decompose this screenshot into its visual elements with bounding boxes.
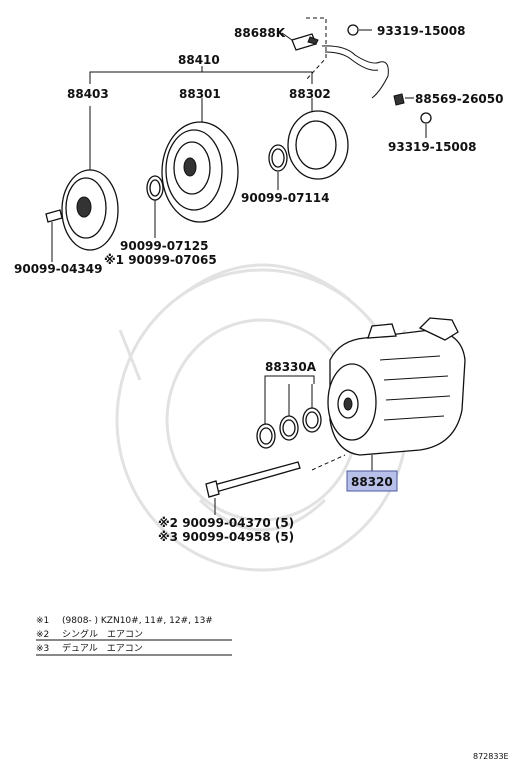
label-90099-04349[interactable]: 90099-04349 xyxy=(14,262,102,276)
label-88301[interactable]: 88301 xyxy=(179,87,221,101)
label-88410[interactable]: 88410 xyxy=(178,53,220,67)
note-1-mark: ※1 xyxy=(36,616,49,626)
compressor-body-88320 xyxy=(311,317,466,472)
group-bracket xyxy=(89,66,313,84)
label-93319-15008-mid[interactable]: 93319-15008 xyxy=(388,140,476,154)
label-90099-04958[interactable]: ※3 90099-04958 (5) xyxy=(158,530,294,544)
label-88330A[interactable]: 88330A xyxy=(265,360,317,374)
label-90099-07114[interactable]: 90099-07114 xyxy=(241,191,329,205)
note-1-text: (9808- ) KZN10#, 11#, 12#, 13# xyxy=(62,616,213,626)
hub-plate-88403 xyxy=(45,106,119,262)
label-88569-26050[interactable]: 88569-26050 xyxy=(415,92,503,106)
diagram-code: 872833E xyxy=(473,752,509,761)
shim-set-88330A xyxy=(256,375,322,449)
note-3-text: デュアル エアコン xyxy=(62,642,143,654)
note-2-mark: ※2 xyxy=(36,630,49,640)
label-88688K[interactable]: 88688K xyxy=(234,26,286,40)
harness-assembly xyxy=(291,17,432,138)
note-3-mark: ※3 xyxy=(36,644,49,654)
label-88403[interactable]: 88403 xyxy=(67,87,109,101)
highlight-88320[interactable] xyxy=(346,470,398,492)
label-90099-07065[interactable]: ※1 90099-07065 xyxy=(104,253,217,267)
label-90099-07125[interactable]: 90099-07125 xyxy=(120,239,208,253)
field-coil-88302 xyxy=(268,98,349,190)
pulley-88301 xyxy=(146,98,239,238)
footnotes: ※1 (9808- ) KZN10#, 11#, 12#, 13# ※2 シング… xyxy=(36,616,232,656)
label-90099-04370[interactable]: ※2 90099-04370 (5) xyxy=(158,516,294,530)
note-2-text: シングル エアコン xyxy=(62,628,143,640)
label-88302[interactable]: 88302 xyxy=(289,87,331,101)
label-88320[interactable]: 88320 xyxy=(351,475,393,489)
label-93319-15008-top[interactable]: 93319-15008 xyxy=(377,24,465,38)
through-bolt xyxy=(205,461,301,515)
